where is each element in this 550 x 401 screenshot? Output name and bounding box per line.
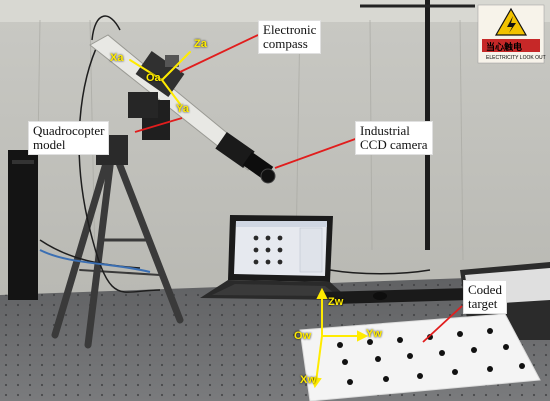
- aircraft-axes: [129, 51, 191, 105]
- world-axes: [310, 287, 369, 389]
- mouse-pad: [320, 288, 470, 304]
- label-line: compass: [263, 36, 308, 51]
- label-line: Coded: [468, 282, 502, 297]
- ccd-camera: [215, 132, 276, 184]
- label-line: target: [468, 296, 498, 311]
- equipment-box: [8, 150, 38, 300]
- label-line: Industrial: [360, 123, 410, 138]
- warning-sign: [477, 4, 545, 64]
- label-line: model: [33, 137, 66, 152]
- warning-sign-text: 当心触电: [486, 42, 523, 52]
- tripod: [51, 146, 184, 349]
- laptop: [200, 215, 350, 300]
- label-electronic-compass: Electronic compass: [258, 20, 322, 54]
- axis-label-oa: Oa: [146, 72, 161, 84]
- label-line: Quadrocopter: [33, 123, 105, 138]
- axis-label-zw: Zw: [328, 296, 344, 308]
- label-line: Electronic: [263, 22, 317, 37]
- ceiling-band: [0, 0, 550, 22]
- axis-label-ya: Ya: [176, 103, 189, 115]
- lightning-bolt-icon: [507, 16, 516, 33]
- axis-label-za: Za: [194, 38, 207, 50]
- label-industrial-ccd-camera: Industrial CCD camera: [355, 121, 433, 155]
- mouse: [373, 292, 387, 300]
- axis-label-yw: Yw: [366, 328, 382, 340]
- label-line: CCD camera: [360, 137, 428, 152]
- label-coded-target: Coded target: [463, 280, 507, 314]
- axis-label-xw: Xw: [300, 374, 316, 386]
- annotation-lines: [134, 34, 463, 343]
- label-quadrocopter-model: Quadrocopter model: [28, 121, 110, 155]
- axis-label-ow: Ow: [294, 330, 312, 342]
- axis-label-xa: Xa: [110, 52, 124, 64]
- coded-target-dots: [337, 328, 525, 385]
- warning-sign-subtext: ELECTRICITY LOOK OUT: [486, 55, 546, 61]
